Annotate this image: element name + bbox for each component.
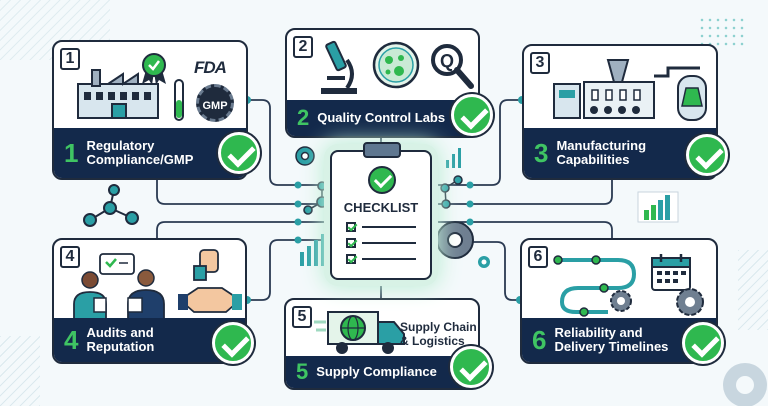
checklist-line <box>362 258 416 260</box>
bar-chart-icon <box>637 191 679 223</box>
machinery-icon <box>553 59 707 121</box>
gear-icon <box>610 290 632 312</box>
card-number: 3 <box>534 137 549 168</box>
card-number: 5 <box>296 359 309 384</box>
card-label-line2: Delivery Timelines <box>554 339 669 354</box>
calendar-icon <box>651 254 691 291</box>
gmp-seal: GMP <box>196 84 234 122</box>
supply-chain-line2: & Logistics <box>400 334 465 348</box>
card-number: 6 <box>532 324 547 355</box>
card-audits-reputation: 4 4 Audits and Reputation <box>52 238 254 364</box>
card-label-line1: Regulatory <box>86 138 155 153</box>
check-icon <box>212 322 254 364</box>
supply-chain-label: Supply Chain & Logistics <box>400 320 477 348</box>
card-label: Reliability and Delivery Timelines <box>554 326 668 354</box>
petri-dish-icon <box>372 41 420 89</box>
card-number: 1 <box>64 137 79 168</box>
card-footer: 3 Manufacturing Capabilities <box>524 128 716 178</box>
background-hatch <box>0 336 40 406</box>
check-icon <box>368 166 396 194</box>
gear-icon <box>295 146 315 166</box>
card-label-line1: Reliability and <box>554 325 643 340</box>
award-badge-icon <box>142 53 166 85</box>
card-footer: 1 Regulatory Compliance/GMP <box>54 128 246 178</box>
handshake-icon <box>178 249 242 313</box>
microscope-icon <box>321 40 357 94</box>
card-regulatory-compliance: 1 FDA GMP 1 Regulatory Compliance/GMP <box>52 40 260 180</box>
card-manufacturing-capabilities: 3 3 Manufacturing Capabilities <box>522 44 728 180</box>
card-label: Audits and Reputation <box>86 326 154 354</box>
gear-icon <box>676 288 704 316</box>
card-footer: 2 Quality Control Labs <box>287 100 478 136</box>
card-number-badge: 1 <box>60 48 80 70</box>
card-footer: 5 Supply Compliance <box>286 356 478 388</box>
background-hatch <box>738 250 768 330</box>
truck-icon <box>314 311 405 354</box>
card-footer: 4 Audits and Reputation <box>54 318 245 362</box>
fda-logo: FDA <box>194 58 227 77</box>
auditors-icon <box>73 253 165 320</box>
checkbox-icon <box>346 222 356 232</box>
card-number-badge: 3 <box>530 52 550 74</box>
card-number: 4 <box>64 324 79 355</box>
check-icon <box>451 94 493 136</box>
magnifier-icon: Q <box>431 44 474 89</box>
card-label-line2: Capabilities <box>556 152 630 167</box>
card-label: Quality Control Labs <box>317 110 446 125</box>
check-icon <box>218 132 260 174</box>
clipboard-clip <box>363 142 401 158</box>
card-label-line2: Compliance/GMP <box>86 152 194 167</box>
supply-chain-line1: Supply Chain <box>400 320 477 334</box>
card-number-badge: 6 <box>528 246 548 268</box>
check-icon <box>682 322 724 364</box>
check-icon <box>686 134 728 176</box>
card-number-badge: 2 <box>293 36 313 58</box>
card-label-line1: Audits and <box>86 325 154 340</box>
card-number-badge: 4 <box>60 246 80 268</box>
factory-icon <box>77 69 159 119</box>
test-tube-icon <box>174 79 184 121</box>
checklist-line <box>362 226 416 228</box>
svg-text:Q: Q <box>440 51 454 71</box>
checklist-line <box>362 242 416 244</box>
checklist-row <box>346 222 418 232</box>
molecule-icon <box>83 184 139 227</box>
card-label-line2: Reputation <box>86 339 155 354</box>
decorative-dots <box>698 16 746 46</box>
card-label-line1: Manufacturing <box>556 138 647 153</box>
checklist-row <box>346 254 418 264</box>
globe-icon <box>340 315 366 341</box>
central-checklist: CHECKLIST <box>330 142 432 280</box>
card-number-badge: 5 <box>292 306 312 328</box>
checkbox-icon <box>346 238 356 248</box>
timeline-icon <box>553 255 637 317</box>
card-label: Manufacturing Capabilities <box>556 139 646 167</box>
card-label: Regulatory Compliance/GMP <box>86 139 193 167</box>
card-number: 2 <box>297 105 310 130</box>
checklist-row <box>346 238 418 248</box>
bar-chart-icon <box>300 234 325 266</box>
card-label: Supply Compliance <box>316 364 437 379</box>
checkbox-icon <box>346 254 356 264</box>
card-quality-control-labs: 2 Q 2 Quality Control Labs <box>285 28 493 138</box>
gear-icon <box>436 221 474 259</box>
check-icon <box>450 346 492 388</box>
card-supply-compliance: 5 Supply Chain & Logistics 5 Supply Comp… <box>284 298 492 390</box>
card-reliability-delivery: 6 6 Reliability and Delivery Timelines <box>520 238 724 364</box>
checklist-title: CHECKLIST <box>343 200 419 215</box>
